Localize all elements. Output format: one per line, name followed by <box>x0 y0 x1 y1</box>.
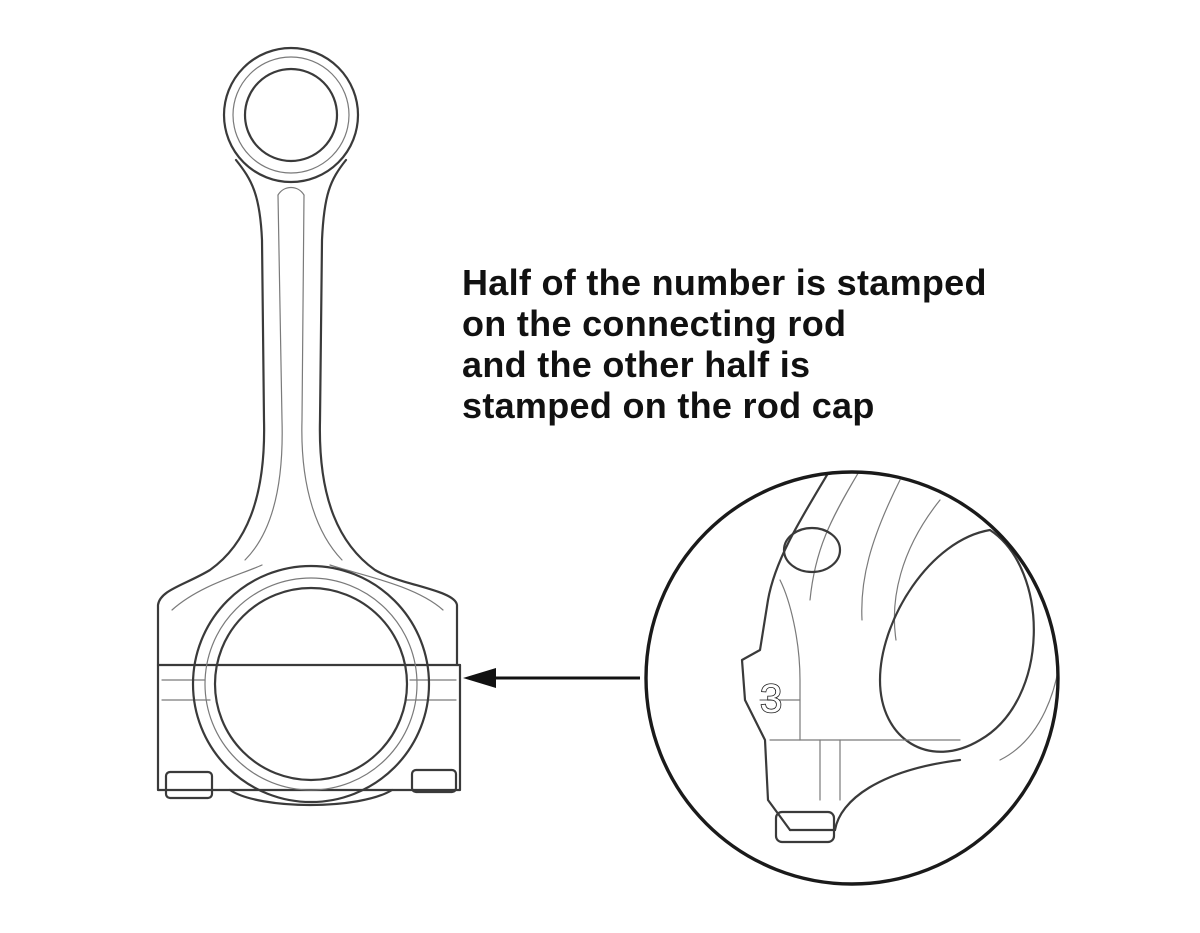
big-end <box>156 564 462 807</box>
arrow-left-icon <box>463 668 640 688</box>
caption-line-4: stamped on the rod cap <box>462 385 875 426</box>
bolt-detail <box>774 810 836 844</box>
caption-line-3: and the other half is <box>462 344 811 385</box>
caption-line-1: Half of the number is stamped <box>462 262 987 303</box>
small-end <box>222 46 360 184</box>
rod-beam <box>156 158 459 667</box>
bolt-left <box>164 770 214 800</box>
stamp-number: 3 <box>760 677 782 721</box>
caption-line-2: on the connecting rod <box>462 303 847 344</box>
connecting-rod <box>156 46 462 807</box>
detail-magnifier: 3 <box>644 470 1060 886</box>
bolt-right <box>410 768 458 794</box>
caption-text: Half of the number is stamped on the con… <box>462 262 987 426</box>
